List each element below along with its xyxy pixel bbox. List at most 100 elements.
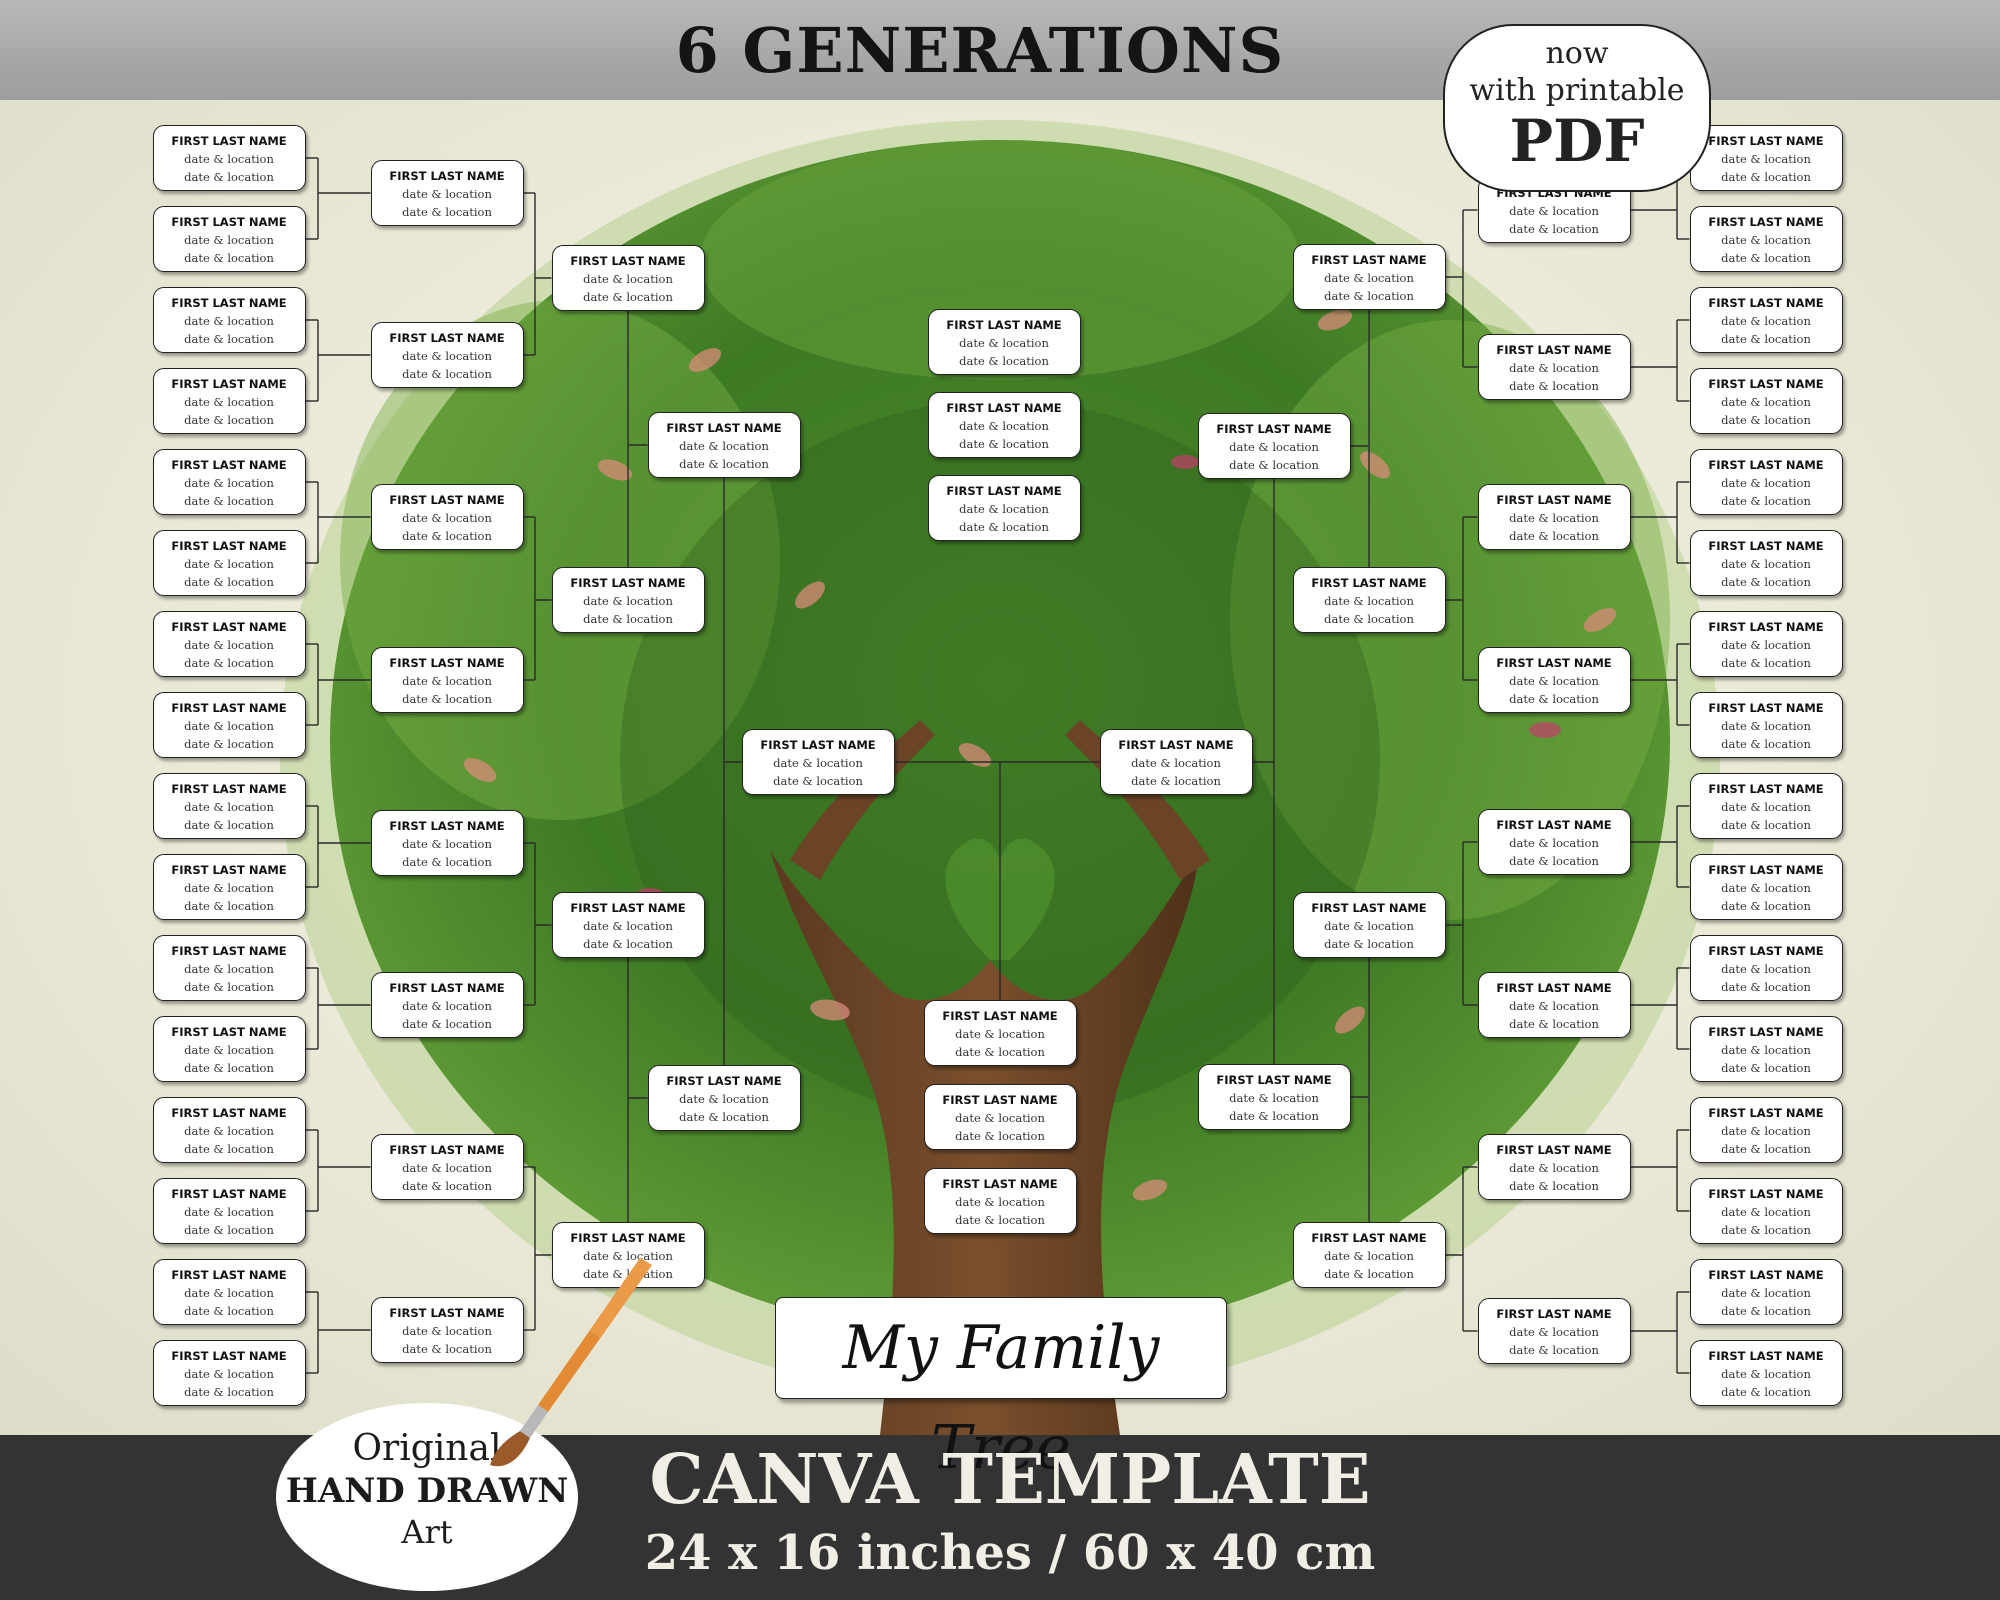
person-name: FIRST LAST NAME [1708,620,1824,634]
person-name: FIRST LAST NAME [1708,458,1824,472]
person-birth-detail: date & location [1509,204,1599,218]
person-death-detail: date & location [1721,818,1811,832]
person-birth-detail: date & location [1721,152,1811,166]
person-death-detail: date & location [583,612,673,626]
person-name: FIRST LAST NAME [1708,944,1824,958]
person-death-detail: date & location [955,1045,1045,1059]
person-birth-detail: date & location [773,756,863,770]
person-death-detail: date & location [1721,251,1811,265]
page-title: 6 GENERATIONS [675,14,1285,87]
person-death-detail: date & location [1324,612,1414,626]
person-death-detail: date & location [1509,222,1599,236]
badge-line1: Original [352,1428,502,1469]
person-birth-detail: date & location [1324,594,1414,608]
person-death-detail: date & location [1509,854,1599,868]
person-death-detail: date & location [583,937,673,951]
person-name: FIRST LAST NAME [171,215,287,229]
person-name: FIRST LAST NAME [1496,1143,1612,1157]
person-birth-detail: date & location [1721,1205,1811,1219]
person-birth-detail: date & location [583,594,673,608]
pdf-badge-line1: now [1545,36,1609,71]
person-death-detail: date & location [1721,170,1811,184]
person-death-detail: date & location [184,737,274,751]
person-birth-detail: date & location [184,1124,274,1138]
person-death-detail: date & location [402,692,492,706]
person-name: FIRST LAST NAME [1708,539,1824,553]
person-name: FIRST LAST NAME [171,377,287,391]
badge-line2: HAND DRAWN [285,1471,569,1511]
person-birth-detail: date & location [1721,395,1811,409]
person-name: FIRST LAST NAME [1708,215,1824,229]
person-birth-detail: date & location [402,1161,492,1175]
person-name: FIRST LAST NAME [946,318,1062,332]
